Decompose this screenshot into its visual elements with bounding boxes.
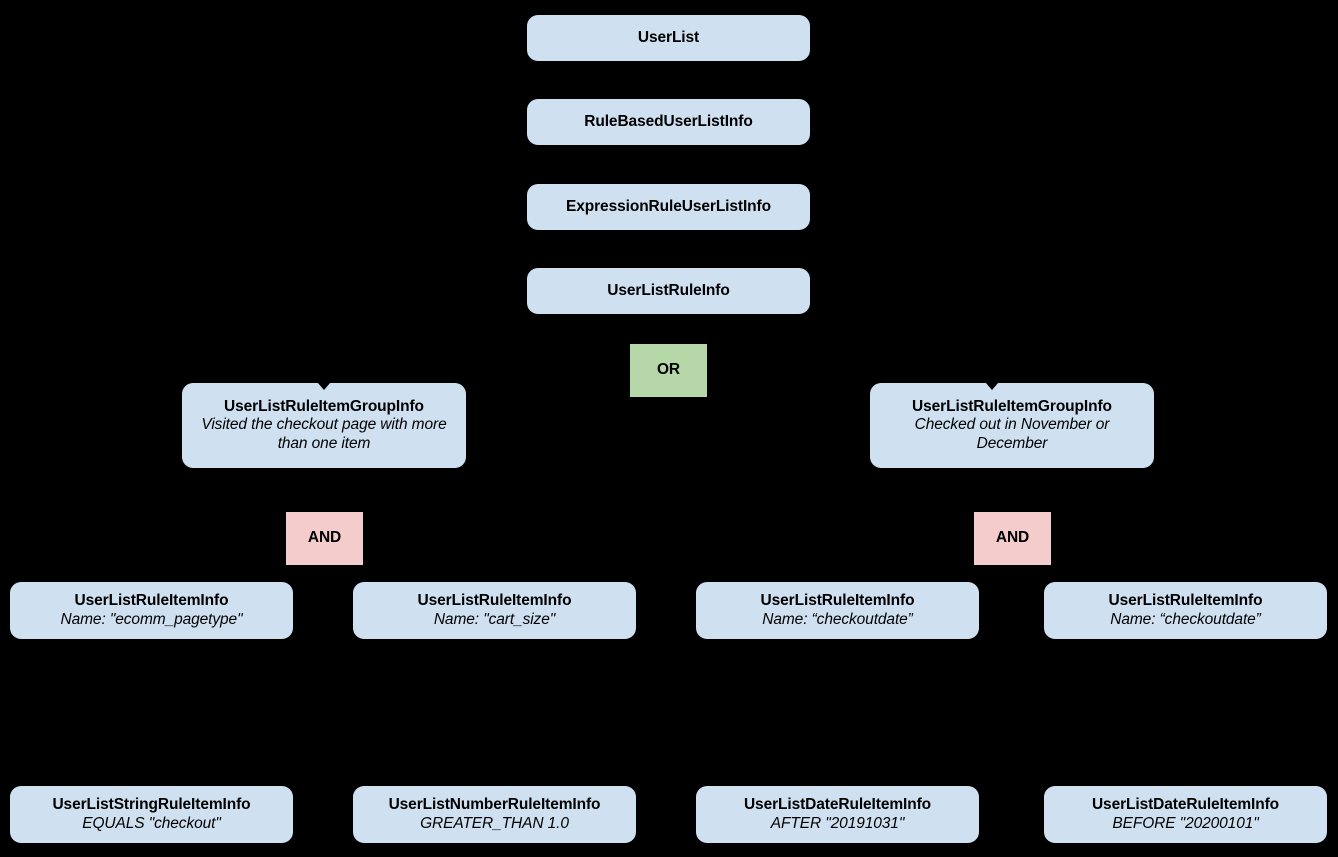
node-title: UserListRuleItemInfo: [760, 592, 915, 610]
node-title: RuleBasedUserListInfo: [584, 112, 753, 130]
node-rule-item-2[interactable]: UserListRuleItemInfo Name: "cart_size": [353, 582, 636, 639]
operator-and-left[interactable]: AND: [286, 512, 363, 565]
node-subtitle: Name: “checkoutdate”: [1110, 610, 1261, 628]
node-title: UserListDateRuleItemInfo: [743, 796, 932, 814]
node-title: UserListRuleItemInfo: [74, 592, 229, 610]
node-rule-based-user-list-info[interactable]: RuleBasedUserListInfo: [527, 99, 810, 145]
node-user-list-rule-info[interactable]: UserListRuleInfo: [527, 268, 810, 314]
node-title: UserListRuleItemInfo: [1108, 592, 1263, 610]
node-subtitle: GREATER_THAN 1.0: [420, 814, 569, 832]
node-user-list[interactable]: UserList: [527, 15, 810, 61]
node-group-left[interactable]: UserListRuleItemGroupInfo Visited the ch…: [182, 383, 466, 468]
node-rule-item-4[interactable]: UserListRuleItemInfo Name: “checkoutdate…: [1044, 582, 1327, 639]
node-leaf-2[interactable]: UserListNumberRuleItemInfo GREATER_THAN …: [353, 786, 636, 843]
node-rule-item-1[interactable]: UserListRuleItemInfo Name: "ecomm_pagety…: [10, 582, 293, 639]
node-leaf-4[interactable]: UserListDateRuleItemInfo BEFORE "2020010…: [1044, 786, 1327, 843]
node-title: ExpressionRuleUserListInfo: [566, 197, 771, 215]
arrowhead-icon-group-right: [979, 375, 1005, 390]
node-title: UserListRuleItemInfo: [417, 592, 572, 610]
node-title: UserListNumberRuleItemInfo: [388, 796, 601, 814]
operator-or[interactable]: OR: [630, 344, 707, 397]
arrowhead-icon-group-left: [311, 375, 337, 390]
node-expression-rule-user-list-info[interactable]: ExpressionRuleUserListInfo: [527, 184, 810, 230]
node-leaf-3[interactable]: UserListDateRuleItemInfo AFTER "20191031…: [696, 786, 979, 843]
node-subtitle: AFTER "20191031": [770, 814, 905, 832]
node-subtitle: Name: "cart_size": [433, 610, 556, 628]
node-title: UserListDateRuleItemInfo: [1091, 796, 1280, 814]
node-subtitle: Name: "ecomm_pagetype": [60, 610, 243, 628]
node-subtitle: Visited the checkout page with more than…: [201, 416, 447, 452]
operator-label: OR: [656, 361, 681, 379]
node-group-right[interactable]: UserListRuleItemGroupInfo Checked out in…: [870, 383, 1154, 468]
node-subtitle: Name: “checkoutdate”: [762, 610, 913, 628]
node-subtitle: Checked out in November or December: [914, 416, 1110, 452]
operator-label: AND: [307, 529, 342, 547]
node-title: UserList: [637, 28, 700, 46]
node-title: UserListRuleInfo: [607, 281, 730, 299]
node-leaf-1[interactable]: UserListStringRuleItemInfo EQUALS "check…: [10, 786, 293, 843]
node-title: UserListRuleItemGroupInfo: [912, 398, 1112, 416]
node-title: UserListRuleItemGroupInfo: [224, 398, 424, 416]
node-subtitle: BEFORE "20200101": [1112, 814, 1259, 832]
operator-and-right[interactable]: AND: [974, 512, 1051, 565]
node-rule-item-3[interactable]: UserListRuleItemInfo Name: “checkoutdate…: [696, 582, 979, 639]
node-title: UserListStringRuleItemInfo: [52, 796, 251, 814]
operator-label: AND: [995, 529, 1030, 547]
node-subtitle: EQUALS "checkout": [82, 814, 221, 832]
